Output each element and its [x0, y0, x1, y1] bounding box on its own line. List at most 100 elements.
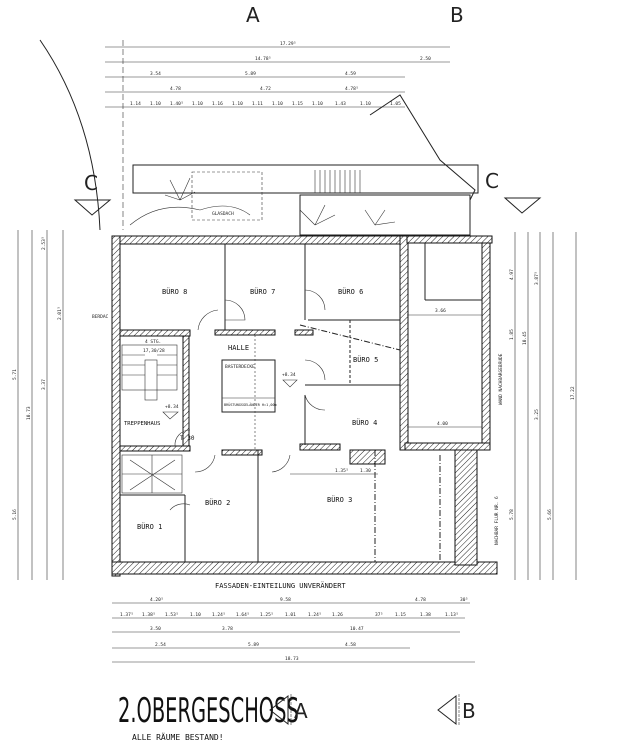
svg-text:1.38⁵: 1.38⁵: [142, 612, 156, 618]
svg-text:2.54: 2.54: [155, 642, 166, 648]
room-buero-6: BÜRO 6: [338, 287, 363, 296]
svg-text:1.15: 1.15: [292, 101, 303, 107]
room-buero-4: BÜRO 4: [352, 418, 377, 427]
stair-count: 4 STG.: [145, 339, 161, 345]
dim-top: 5.89: [245, 71, 256, 77]
svg-text:4.20⁵: 4.20⁵: [150, 597, 164, 603]
door-t30-label: T 30: [180, 435, 195, 442]
svg-text:4.97: 4.97: [509, 269, 515, 280]
svg-text:1.53⁵: 1.53⁵: [165, 612, 179, 618]
staircase: 4 STG. 17,30/28 +8.34: [121, 339, 183, 494]
room-buero-2: BÜRO 2: [205, 498, 230, 507]
svg-text:10.47: 10.47: [350, 626, 364, 632]
svg-text:1.10: 1.10: [312, 101, 323, 107]
room-buero-5: BÜRO 5: [353, 355, 378, 364]
svg-text:C: C: [84, 171, 98, 195]
dim-top: 14.78⁵: [255, 56, 271, 62]
svg-text:1.40⁵: 1.40⁵: [170, 101, 184, 107]
facade-note: FASSADEN-EINTEILUNG UNVERÄNDERT: [215, 581, 346, 590]
corner-label: BERDAC: [92, 314, 109, 320]
svg-text:BRÜSTUNGSGELÄNDER H=1,00m: BRÜSTUNGSGELÄNDER H=1,00m: [224, 402, 277, 407]
svg-text:3.87⁵: 3.87⁵: [534, 271, 540, 285]
svg-text:30⁵: 30⁵: [460, 597, 468, 603]
plan-subtitle: ALLE RÄUME BESTAND!: [132, 732, 224, 742]
room-halle: HALLE: [228, 344, 249, 352]
svg-text:1.10: 1.10: [192, 101, 203, 107]
svg-text:10.73: 10.73: [26, 406, 32, 420]
plant-icon: [164, 177, 396, 226]
svg-text:1.37⁵: 1.37⁵: [120, 612, 134, 618]
title-block: 2.OBERGESCHOSS ALLE RÄUME BESTAND! A B: [118, 691, 476, 742]
svg-text:1.24⁵: 1.24⁵: [212, 612, 226, 618]
level-hall: +8.34: [282, 372, 296, 378]
svg-text:3.25: 3.25: [534, 409, 540, 420]
svg-text:18.73: 18.73: [285, 656, 299, 662]
dim-interior: 1.35⁵: [335, 468, 349, 474]
svg-text:C: C: [485, 169, 499, 193]
svg-text:10.45: 10.45: [522, 331, 528, 345]
room-buero-1: BÜRO 1: [137, 522, 162, 531]
section-marker-b: B: [462, 699, 476, 723]
dim-top: 4.78⁵: [345, 86, 359, 92]
dim-interior: 1.30: [360, 468, 371, 474]
section-marker-a-top: A: [246, 3, 260, 27]
svg-text:1.24⁵: 1.24⁵: [308, 612, 322, 618]
dim-top: 4.59: [345, 71, 356, 77]
svg-text:1.38: 1.38: [420, 612, 431, 618]
partitions: 3.66 4.00 1.30 1.35⁵: [120, 243, 482, 562]
section-marker-b-top: B: [450, 3, 464, 27]
svg-text:5.66: 5.66: [547, 509, 553, 520]
room-buero-7: BÜRO 7: [250, 287, 275, 296]
svg-text:4.78: 4.78: [415, 597, 426, 603]
svg-text:1.25⁵: 1.25⁵: [260, 612, 274, 618]
dim-top: 2.50: [420, 56, 431, 62]
terrace-area: GLASDACH: [39, 39, 479, 236]
svg-text:1.26: 1.26: [332, 612, 343, 618]
svg-text:1.05: 1.05: [390, 101, 401, 107]
dim-top: 3.54: [150, 71, 161, 77]
level-stair: +8.34: [165, 404, 179, 410]
stair-size: 17,30/28: [143, 348, 165, 354]
building-walls: [111, 235, 498, 577]
svg-text:1.10: 1.10: [272, 101, 283, 107]
dim-interior: 3.66: [435, 308, 446, 314]
room-buero-3: BÜRO 3: [327, 495, 352, 504]
svg-text:17.22: 17.22: [570, 386, 576, 400]
svg-text:1.01: 1.01: [285, 612, 296, 618]
neighbor-wall-label: WAND NACHBARGEBÄUDE: [497, 353, 504, 405]
glass-roof-label: GLASDACH: [212, 211, 234, 217]
neighbor-corridor-label: NACHBAR FLUR NR. 6: [494, 496, 500, 545]
svg-text:1.85: 1.85: [509, 329, 515, 340]
svg-text:2.53⁵: 2.53⁵: [41, 236, 47, 250]
room-treppenhaus: TREPPENHAUS: [124, 421, 160, 427]
svg-text:5.16: 5.16: [12, 509, 18, 520]
bottom-dimension-lines: 4.20⁵ 9.58 4.78 30⁵ 1.37⁵ 1.38⁵ 1.53⁵ 1.…: [112, 597, 475, 663]
svg-text:2.01⁵: 2.01⁵: [57, 306, 63, 320]
plan-title: 2.OBERGESCHOSS: [118, 691, 299, 730]
svg-text:4.58: 4.58: [345, 642, 356, 648]
dim-top-total: 17.29⁵: [280, 41, 296, 47]
svg-text:9.58: 9.58: [280, 597, 291, 603]
stairs-outdoor: [314, 170, 361, 193]
svg-text:37⁵: 37⁵: [375, 612, 383, 618]
svg-text:1.16: 1.16: [212, 101, 223, 107]
dim-top-row5: 1.14 1.10 1.40⁵ 1.10 1.16 1.10 1.11 1.10…: [130, 101, 401, 107]
svg-text:5.71: 5.71: [12, 369, 18, 380]
svg-text:3.50: 3.50: [150, 626, 161, 632]
svg-text:1.64⁵: 1.64⁵: [236, 612, 250, 618]
svg-text:5.89: 5.89: [248, 642, 259, 648]
section-marker-c-left: C: [73, 171, 112, 216]
svg-text:1.10: 1.10: [232, 101, 243, 107]
svg-text:1.11: 1.11: [252, 101, 263, 107]
section-marker-c-right: C: [485, 169, 542, 214]
room-buero-8: BÜRO 8: [162, 287, 187, 296]
svg-text:1.15: 1.15: [395, 612, 406, 618]
left-dimension-lines: 5.71 3.37 2.01⁵ 5.16 10.73 2.53⁵: [12, 230, 64, 580]
dim-top: 4.72: [260, 86, 271, 92]
svg-text:3.37: 3.37: [41, 379, 47, 390]
section-marker-a: A: [294, 699, 308, 723]
skylight: BASTERDECKE BRÜSTUNGSGELÄNDER H=1,00m +8…: [221, 335, 298, 450]
svg-text:1.13⁵: 1.13⁵: [445, 612, 459, 618]
door-swings: [169, 289, 326, 511]
